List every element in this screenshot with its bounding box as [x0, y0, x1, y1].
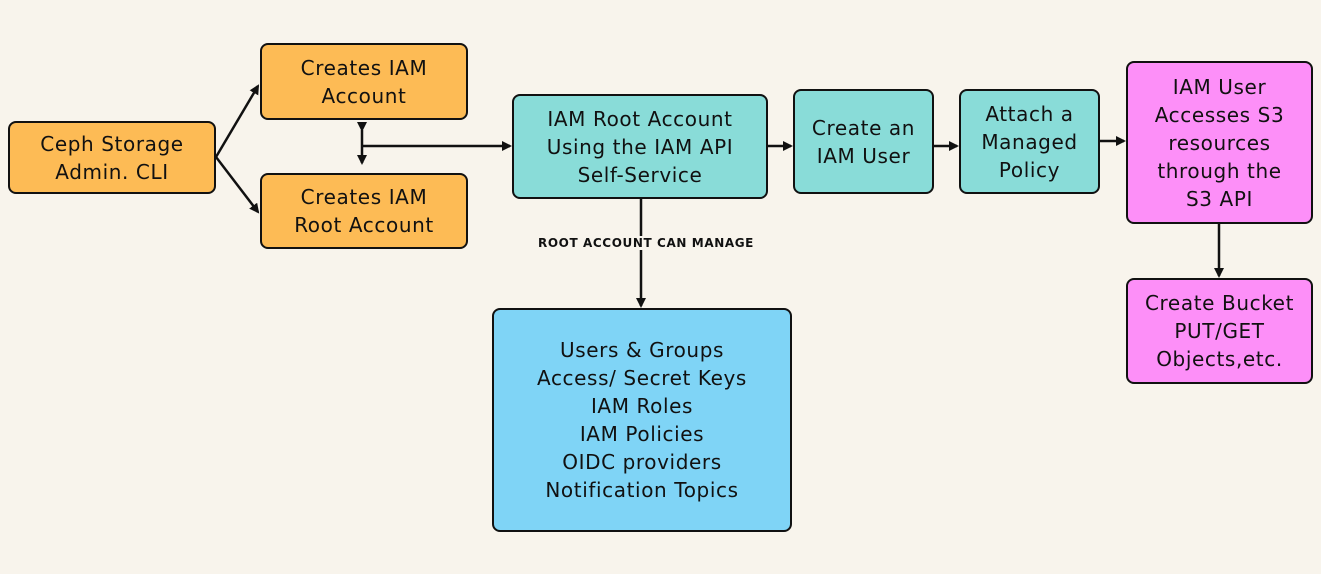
- node-text-line: resources: [1168, 130, 1271, 155]
- node-text-line: IAM User: [1172, 74, 1267, 99]
- node-creates-iam-account: Creates IAM Account: [260, 43, 468, 120]
- node-text-line: Accesses S3: [1154, 102, 1285, 127]
- node-text-line: IAM Root Account: [547, 106, 733, 131]
- edge-label-root-can-manage: ROOT ACCOUNT CAN MANAGE: [520, 236, 772, 250]
- node-text-line: Using the IAM API: [546, 134, 734, 159]
- node-text-line: Policy: [998, 157, 1061, 182]
- node-text-line: Create Bucket: [1144, 291, 1295, 315]
- node-text-line: Admin. CLI: [55, 159, 169, 184]
- node-text-line: PUT/GET: [1174, 319, 1265, 343]
- node-text-line: Objects,etc.: [1156, 347, 1283, 371]
- node-text-line: Root Account: [294, 213, 434, 237]
- node-text-line: through the: [1157, 158, 1282, 183]
- node-text-line: Users & Groups: [559, 338, 725, 362]
- node-text-line: Access/ Secret Keys: [537, 366, 747, 390]
- node-text-line: Attach a: [985, 101, 1074, 126]
- node-create-user: Create an IAM User: [793, 89, 934, 194]
- node-text-line: Creates IAM: [300, 185, 428, 209]
- node-text-line: Account: [321, 83, 407, 108]
- node-text-line: OIDC providers: [562, 450, 722, 474]
- arrow-cli-to-root-account: [215, 156, 260, 214]
- node-text-line: IAM Roles: [590, 394, 694, 418]
- node-text-line: Ceph Storage: [40, 131, 184, 156]
- node-text-line: S3 API: [1185, 186, 1254, 211]
- node-text-line: Notification Topics: [545, 478, 739, 502]
- node-creates-root-account: Creates IAM Root Account: [260, 173, 468, 249]
- node-text-line: Create an: [811, 115, 916, 140]
- node-text-line: IAM User: [816, 143, 911, 168]
- node-text-line: IAM Policies: [579, 422, 705, 446]
- node-text-line: Creates IAM: [300, 55, 428, 80]
- node-text-line: Managed: [981, 129, 1078, 154]
- node-text-line: Self-Service: [577, 162, 703, 187]
- arrow-cli-to-iam-account: [214, 84, 260, 158]
